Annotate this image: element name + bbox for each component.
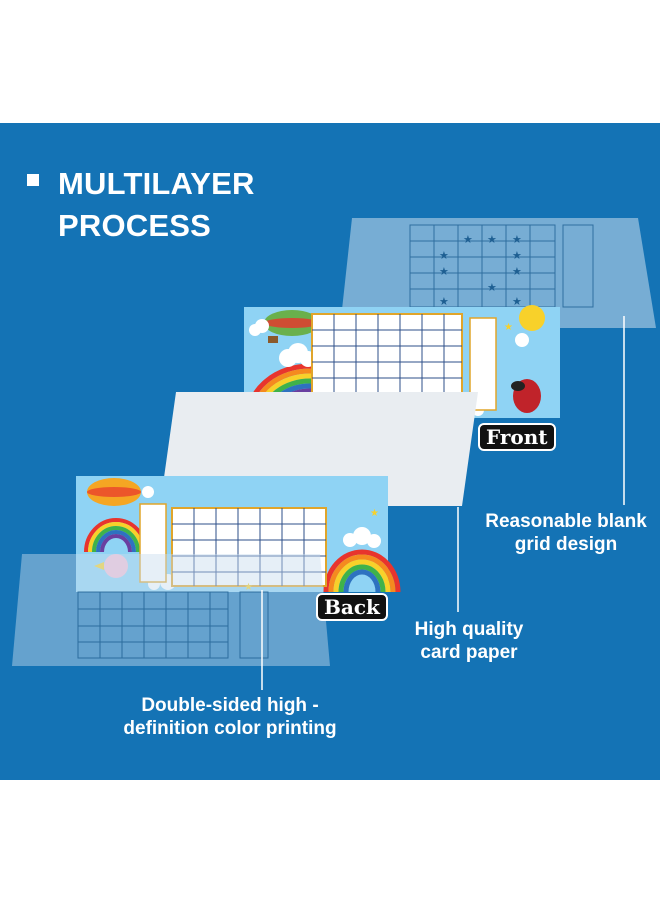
headline-line-2: PROCESS xyxy=(58,208,211,243)
unicorn-icon xyxy=(94,554,128,578)
hot-air-balloon-icon xyxy=(87,478,141,506)
headline-line-1: MULTILAYER xyxy=(58,166,255,201)
leader-lines xyxy=(261,316,625,690)
airplane-icon xyxy=(511,379,541,413)
star-icon: ★★ xyxy=(244,508,379,593)
card-paper-label: High quality card paper xyxy=(414,619,524,663)
svg-text:★: ★ xyxy=(439,295,449,308)
svg-text:★: ★ xyxy=(487,233,497,246)
svg-text:★: ★ xyxy=(512,295,522,308)
hot-air-balloon-icon xyxy=(264,310,320,343)
svg-text:★: ★ xyxy=(439,249,449,262)
back-tag: Back xyxy=(316,593,388,621)
blank-grid-label: Reasonable blank grid design xyxy=(485,511,647,555)
sun-icon xyxy=(519,305,545,331)
front-tag: Front xyxy=(478,423,556,451)
rainbow-icon xyxy=(323,549,401,593)
svg-text:★: ★ xyxy=(487,281,497,294)
printing-label: Double-sided high -definition color prin… xyxy=(123,695,337,739)
square-bullet-icon xyxy=(27,174,39,186)
svg-text:★: ★ xyxy=(512,233,522,246)
svg-text:★: ★ xyxy=(512,249,522,262)
headline: MULTILAYER PROCESS xyxy=(58,163,255,247)
svg-text:★: ★ xyxy=(463,233,473,246)
back-card: ★★ xyxy=(76,476,401,593)
svg-text:★: ★ xyxy=(504,322,513,333)
top-grid-overlay: ★ ★ ★ ★ ★ ★ ★ ★ ★ ★ xyxy=(340,218,656,328)
svg-text:★: ★ xyxy=(439,265,449,278)
svg-text:★: ★ xyxy=(512,265,522,278)
svg-text:★: ★ xyxy=(370,508,379,519)
bottom-grid-overlay xyxy=(12,554,330,666)
svg-text:★: ★ xyxy=(244,582,253,593)
